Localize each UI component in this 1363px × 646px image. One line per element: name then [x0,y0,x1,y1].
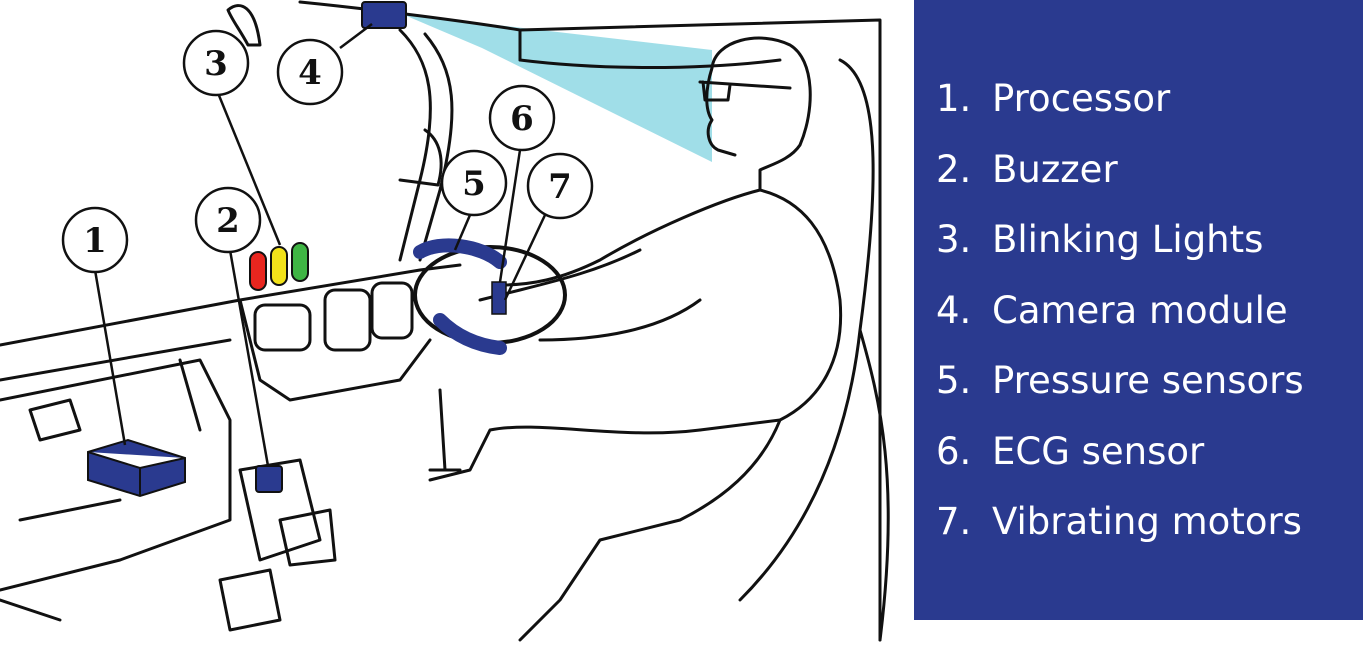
legend-item: 7.Vibrating motors [936,487,1363,558]
legend-panel: 1.Processor 2.Buzzer 3.Blinking Lights 4… [914,0,1363,620]
driver-torso [500,190,841,430]
legend-label: Processor [992,77,1170,120]
legend-item: 2.Buzzer [936,135,1363,206]
legend-label: Buzzer [992,148,1118,191]
legend-num: 4. [936,276,992,347]
legend-item: 5.Pressure sensors [936,346,1363,417]
processor-box [88,440,185,496]
camera-module [362,2,406,28]
callout-7: 7 [548,167,572,207]
legend-num: 7. [936,487,992,558]
legend-num: 6. [936,417,992,488]
callout-5: 5 [462,164,486,204]
legend-item: 4.Camera module [936,276,1363,347]
callout-6: 6 [510,99,534,139]
legend-label: Camera module [992,289,1288,332]
legend-num: 5. [936,346,992,417]
callout-2: 2 [216,201,240,241]
gauge-left [255,305,310,350]
callout-4: 4 [298,53,322,93]
gauge-mid [325,290,370,350]
leader-4 [340,24,372,48]
dashboard [0,265,460,400]
legend-num: 1. [936,64,992,135]
pressure-sensor-bottom [440,320,500,348]
legend-num: 3. [936,205,992,276]
callout-1: 1 [83,221,107,261]
light-red [250,252,266,290]
legend-label: Vibrating motors [992,500,1302,543]
driver-legs [430,420,780,640]
legend-label: ECG sensor [992,430,1204,473]
gauge-right [372,283,412,338]
legend-num: 2. [936,135,992,206]
driver-head [707,38,810,190]
legend-label: Pressure sensors [992,359,1304,402]
callout-3: 3 [204,44,228,84]
ecg-sensor [492,282,506,314]
legend-item: 3.Blinking Lights [936,205,1363,276]
pressure-sensor-top [420,245,500,262]
legend-item: 1.Processor [936,64,1363,135]
driver-seat [740,60,888,640]
leader-1 [95,270,125,445]
driver-glasses [700,82,790,100]
legend-item: 6.ECG sensor [936,417,1363,488]
light-green [292,243,308,281]
buzzer [256,466,282,492]
legend-label: Blinking Lights [992,218,1263,261]
light-yellow [271,247,287,285]
